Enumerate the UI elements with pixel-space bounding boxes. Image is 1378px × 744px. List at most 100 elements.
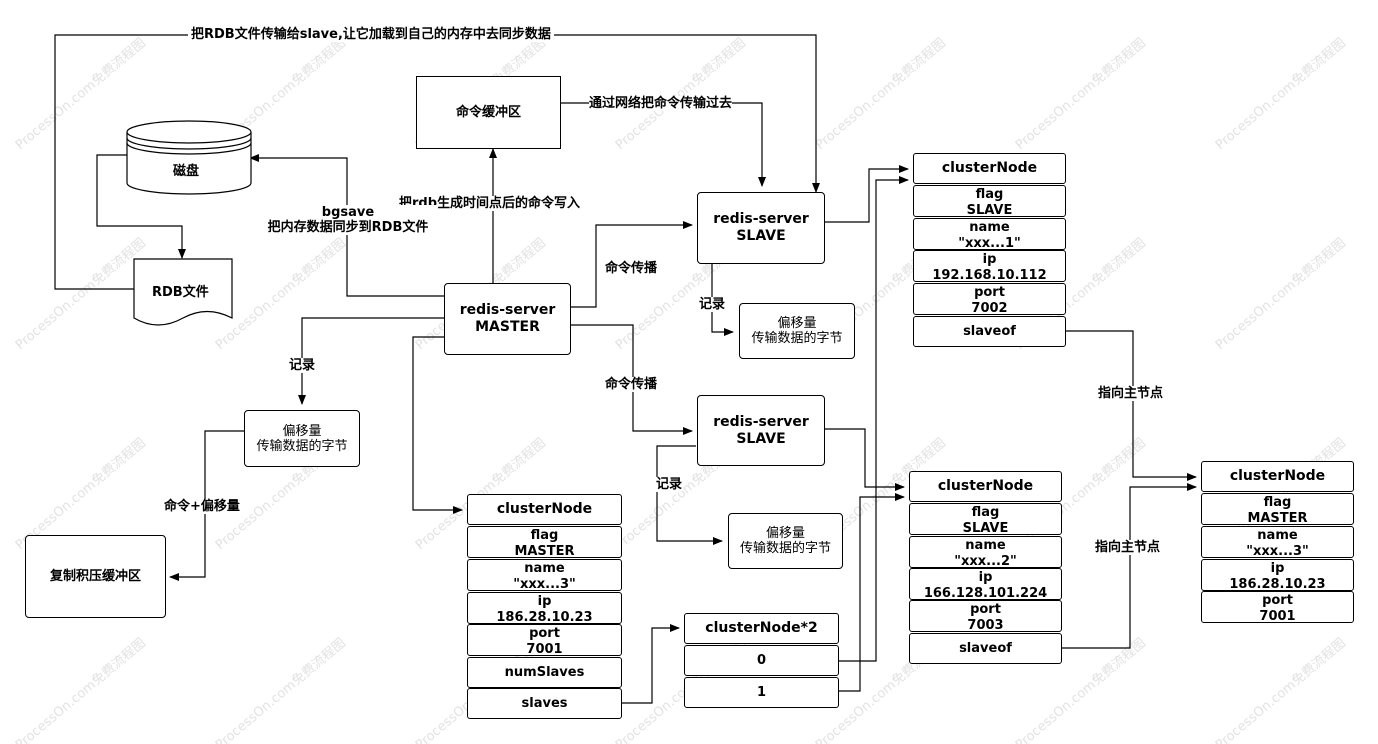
offset-slave2-line2: 传输数据的字节 bbox=[739, 541, 831, 556]
name-value: "xxx...3" bbox=[1246, 544, 1309, 559]
label-point-master-1: 指向主节点 bbox=[1098, 386, 1164, 401]
clusternode-array-title: clusterNode*2 bbox=[684, 613, 839, 644]
flag-value: SLAVE bbox=[966, 203, 1013, 218]
edge-buffer-to-slave bbox=[560, 102, 766, 187]
clusternode-slave1-slaveof: slaveof bbox=[913, 316, 1066, 347]
edge-slave2-to-offset bbox=[656, 445, 723, 545]
command-buffer-box: 命令缓冲区 bbox=[416, 76, 561, 149]
ip-value: 192.168.10.112 bbox=[932, 268, 1047, 283]
disk-cylinder bbox=[126, 120, 252, 195]
clusternode-slave1-name: name "xxx...1" bbox=[913, 218, 1066, 251]
offset-slave1-box: 偏移量 传输数据的字节 bbox=[739, 303, 855, 359]
ip-key: ip bbox=[1270, 561, 1285, 576]
edge-rdb-to-slave bbox=[54, 34, 820, 290]
name-value: "xxx...3" bbox=[513, 577, 576, 592]
port-key: port bbox=[970, 602, 1001, 617]
offset-slave1-line2: 传输数据的字节 bbox=[751, 331, 843, 346]
master-server-box: redis-server MASTER bbox=[444, 283, 571, 355]
edge-slaveof1-to-target bbox=[1066, 330, 1197, 481]
clusternode-array-item-1: 1 bbox=[684, 677, 839, 708]
label-propagate-1: 命令传播 bbox=[605, 261, 658, 276]
slave2-server-line1: redis-server bbox=[713, 413, 809, 430]
flag-key: flag bbox=[530, 528, 559, 543]
port-value: 7002 bbox=[971, 301, 1008, 316]
name-key: name bbox=[1257, 528, 1298, 543]
offset-slave2-box: 偏移量 传输数据的字节 bbox=[728, 513, 843, 569]
clusternode-slave1-title: clusterNode bbox=[913, 153, 1066, 184]
name-key: name bbox=[969, 220, 1010, 235]
edge-slave1-to-offset bbox=[711, 264, 734, 336]
clusternode-slave2-flag: flag SLAVE bbox=[909, 503, 1062, 536]
name-value: "xxx...1" bbox=[958, 236, 1021, 251]
port-key: port bbox=[529, 626, 560, 641]
slave1-server-line1: redis-server bbox=[713, 211, 809, 227]
label-record-master: 记录 bbox=[289, 358, 316, 373]
clusternode-master-port: port 7001 bbox=[467, 624, 622, 657]
name-key: name bbox=[524, 561, 565, 576]
command-buffer-label: 命令缓冲区 bbox=[455, 105, 521, 120]
clusternode-master-numslaves: numSlaves bbox=[467, 657, 622, 688]
ip-value: 186.28.10.23 bbox=[1229, 577, 1326, 592]
port-key: port bbox=[974, 285, 1005, 300]
edge-array1-to-slave2 bbox=[839, 493, 905, 692]
label-record-slave1: 记录 bbox=[699, 297, 726, 312]
clusternode-slave2-title: clusterNode bbox=[909, 471, 1062, 502]
offset-master-line1: 偏移量 bbox=[282, 423, 322, 439]
backlog-box: 复制积压缓冲区 bbox=[25, 535, 166, 618]
offset-master-line2: 传输数据的字节 bbox=[256, 438, 348, 454]
label-bgsave-line2: 把内存数据同步到RDB文件 bbox=[267, 220, 429, 235]
rdb-file-label: RDB文件 bbox=[152, 285, 209, 300]
clusternode-target-name: name "xxx...3" bbox=[1201, 526, 1354, 559]
ip-value: 166.128.101.224 bbox=[923, 586, 1048, 601]
label-propagate-2: 命令传播 bbox=[605, 377, 658, 392]
flag-key: flag bbox=[975, 187, 1004, 202]
label-point-master-2: 指向主节点 bbox=[1095, 540, 1161, 555]
flag-value: MASTER bbox=[514, 544, 575, 559]
disk-label: 磁盘 bbox=[173, 164, 200, 179]
edge-slaveof2-to-target bbox=[1062, 483, 1197, 649]
clusternode-slave2-slaveof: slaveof bbox=[909, 633, 1062, 664]
clusternode-target-flag: flag MASTER bbox=[1201, 493, 1354, 526]
flag-value: SLAVE bbox=[962, 521, 1009, 536]
flag-value: MASTER bbox=[1247, 511, 1308, 526]
backlog-label: 复制积压缓冲区 bbox=[49, 569, 141, 584]
flag-key: flag bbox=[1263, 495, 1292, 510]
label-record-slave2: 记录 bbox=[656, 477, 683, 492]
edge-master-to-slave1 bbox=[570, 221, 693, 308]
clusternode-array-item-0: 0 bbox=[684, 645, 839, 676]
name-value: "xxx...2" bbox=[954, 554, 1017, 569]
rdb-document-shape bbox=[133, 258, 233, 326]
clusternode-master-name: name "xxx...3" bbox=[467, 559, 622, 592]
slave2-server-box: redis-server SLAVE bbox=[697, 395, 825, 466]
master-server-line2: MASTER bbox=[475, 319, 540, 335]
edge-master-to-clusternode bbox=[412, 336, 463, 514]
label-bgsave-line1: bgsave bbox=[321, 205, 375, 220]
clusternode-slave1-port: port 7002 bbox=[913, 283, 1066, 316]
clusternode-slave1-flag: flag SLAVE bbox=[913, 185, 1066, 218]
clusternode-slave2-ip: ip 166.128.101.224 bbox=[909, 568, 1062, 601]
port-key: port bbox=[1262, 593, 1293, 608]
edge-master-to-offset bbox=[298, 317, 444, 405]
clusternode-slave2-name: name "xxx...2" bbox=[909, 536, 1062, 569]
name-key: name bbox=[965, 538, 1006, 553]
label-cmd-offset: 命令+偏移量 bbox=[164, 499, 240, 514]
clusternode-master-slaves: slaves bbox=[467, 688, 622, 719]
edge-disk-to-rdb bbox=[96, 154, 186, 259]
ip-key: ip bbox=[978, 570, 993, 585]
offset-slave2-line1: 偏移量 bbox=[765, 526, 805, 541]
edge-slave2-to-clusternode bbox=[825, 428, 905, 491]
label-write-after: 把rdb生成时间点后的命令写入 bbox=[399, 196, 581, 211]
ip-key: ip bbox=[537, 594, 552, 609]
ip-key: ip bbox=[982, 252, 997, 267]
offset-master-box: 偏移量 传输数据的字节 bbox=[244, 410, 360, 467]
edge-slaves-to-array bbox=[622, 624, 680, 704]
clusternode-slave2-port: port 7003 bbox=[909, 600, 1062, 633]
port-value: 7001 bbox=[1259, 609, 1296, 624]
port-value: 7003 bbox=[967, 618, 1004, 633]
clusternode-master-ip: ip 186.28.10.23 bbox=[467, 592, 622, 625]
clusternode-master-flag: flag MASTER bbox=[467, 526, 622, 559]
slave1-server-line2: SLAVE bbox=[736, 228, 786, 244]
edge-slave1-to-clusternode bbox=[825, 165, 909, 223]
offset-slave1-line1: 偏移量 bbox=[777, 316, 817, 331]
clusternode-target-ip: ip 186.28.10.23 bbox=[1201, 559, 1354, 592]
